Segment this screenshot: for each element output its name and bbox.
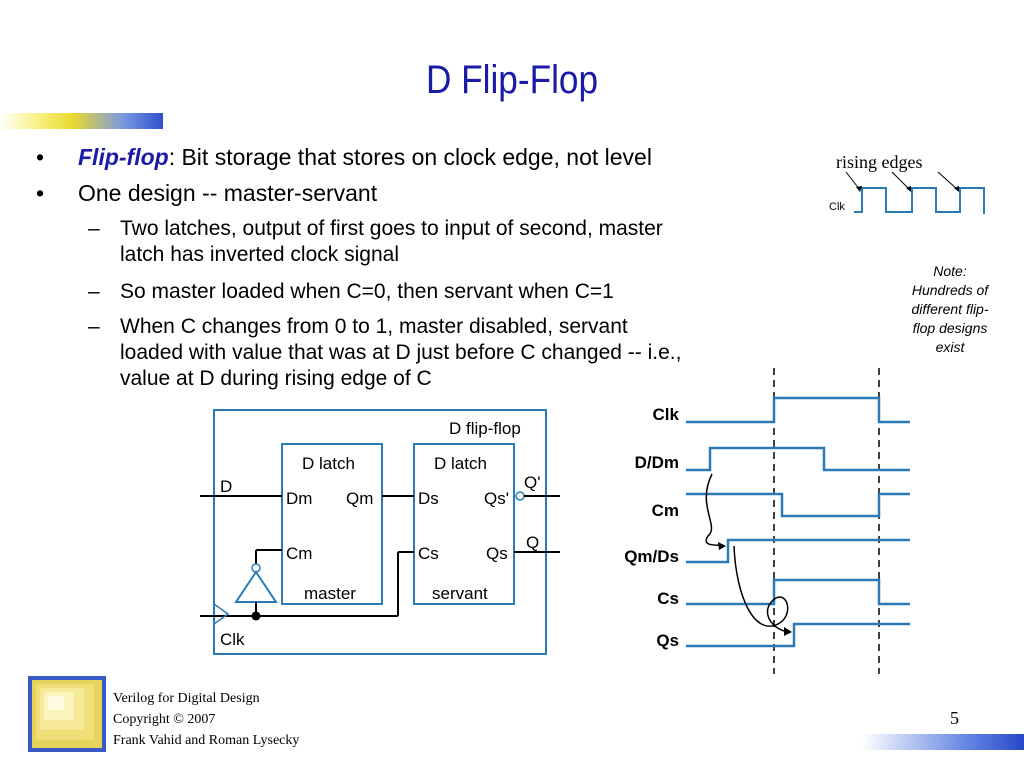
master-q-port: Qm — [346, 489, 373, 508]
servant-q-port: Qs — [486, 544, 508, 563]
input-d-label: D — [220, 477, 232, 496]
subbullet-1-line: Two latches, output of first goes to inp… — [120, 217, 663, 240]
note-line: Note: — [933, 263, 967, 279]
output-qbar-label: Q' — [524, 473, 540, 492]
subbullet-3: When C changes from 0 to 1, master disab… — [120, 314, 820, 392]
flip-flop-outline — [213, 409, 547, 655]
servant-name: servant — [432, 584, 488, 603]
clk-signal-label: Clk — [829, 201, 845, 213]
note-line: flop designs — [912, 320, 988, 336]
master-c-port: Cm — [286, 544, 312, 563]
subbullet-1: Two latches, output of first goes to inp… — [120, 216, 820, 268]
qm-waveform — [686, 538, 910, 564]
output-q-label: Q — [526, 533, 539, 552]
master-latch — [281, 443, 383, 605]
rising-edges-figure: rising edges Clk — [829, 152, 985, 214]
edge-arrow-head — [906, 186, 911, 192]
cm-waveform — [686, 492, 910, 518]
edge-arrow — [937, 171, 959, 191]
subbullet-3-line: value at D during rising edge of C — [120, 367, 432, 390]
qs-waveform — [686, 622, 910, 648]
side-note: Note: Hundreds of different flip- flop d… — [886, 262, 1014, 357]
footer-accent-bar — [862, 734, 1024, 750]
bullet-marker: • — [36, 144, 45, 170]
footer-line: Verilog for Digital Design — [113, 691, 260, 706]
subbullet-marker: – — [88, 217, 100, 240]
causality-arrow-head — [718, 542, 726, 550]
flip-flop-label: D flip-flop — [449, 419, 521, 438]
subbullet-2-line: So master loaded when C=0, then servant … — [120, 280, 614, 303]
clock-waveform — [854, 187, 985, 214]
bullet-1-text: : Bit storage that stores on clock edge,… — [168, 144, 652, 170]
note-line: exist — [935, 339, 965, 355]
subbullet-marker: – — [88, 315, 100, 338]
bullet-2: One design -- master-servant — [78, 180, 378, 206]
slide-number: 5 — [950, 708, 959, 728]
slide-title: D Flip-Flop — [425, 58, 599, 102]
clock-input-marker — [213, 603, 230, 625]
rising-edges-caption: rising edges — [836, 152, 922, 172]
servant-d-port: Ds — [418, 489, 439, 508]
bullet-1: Flip-flop: Bit storage that stores on cl… — [78, 142, 652, 172]
subbullet-marker: – — [88, 280, 100, 303]
input-clk-label: Clk — [220, 630, 245, 649]
subbullet-2: So master loaded when C=0, then servant … — [120, 279, 820, 305]
servant-latch-title: D latch — [434, 454, 487, 473]
master-latch-title: D latch — [302, 454, 355, 473]
master-name: master — [304, 584, 356, 603]
cs-waveform — [686, 578, 910, 606]
footer-line: Frank Vahid and Roman Lysecky — [113, 733, 300, 748]
footer-line: Copyright © 2007 — [113, 712, 216, 727]
signal-label-cm: Cm — [652, 501, 679, 520]
d-waveform — [686, 446, 910, 472]
clk-waveform — [686, 396, 910, 424]
bullet-1-term: Flip-flop — [78, 144, 169, 170]
signal-label-d-dm: D/Dm — [635, 453, 679, 472]
timing-diagram: Clk D/Dm Cm Qm/Ds Cs Qs — [624, 368, 910, 674]
note-line: different flip- — [911, 301, 989, 317]
signal-label-qs: Qs — [656, 631, 679, 650]
causality-arrow-qm-to-qs — [733, 545, 789, 633]
signal-label-cs: Cs — [657, 589, 679, 608]
servant-qbar-port: Qs' — [484, 489, 509, 508]
signal-label-qm-ds: Qm/Ds — [624, 547, 679, 566]
bullet-marker: • — [36, 180, 45, 206]
edge-arrow-head — [954, 186, 959, 192]
causality-arrow-d-to-qm — [705, 473, 725, 547]
causality-arrow-head — [784, 627, 792, 636]
servant-c-port: Cs — [418, 544, 439, 563]
logo-layer — [48, 696, 64, 710]
note-line: Hundreds of — [911, 282, 989, 298]
master-d-port: Dm — [286, 489, 312, 508]
edge-arrow-head — [856, 186, 862, 192]
subbullet-3-line: loaded with value that was at D just bef… — [120, 341, 682, 364]
edge-arrow — [891, 171, 911, 191]
publisher-logo — [28, 676, 106, 752]
title-accent-bar — [0, 113, 163, 129]
inverter-gate — [234, 570, 278, 603]
subbullet-1-line: latch has inverted clock signal — [120, 243, 399, 266]
inversion-bubble — [515, 491, 525, 501]
signal-label-clk: Clk — [653, 405, 680, 424]
footer-credits: Verilog for Digital Design Copyright © 2… — [113, 688, 299, 751]
subbullet-3-line: When C changes from 0 to 1, master disab… — [120, 315, 628, 338]
flip-flop-circuit: D flip-flop D latch Dm Qm Cm master D la… — [200, 409, 560, 655]
servant-latch — [413, 443, 515, 605]
